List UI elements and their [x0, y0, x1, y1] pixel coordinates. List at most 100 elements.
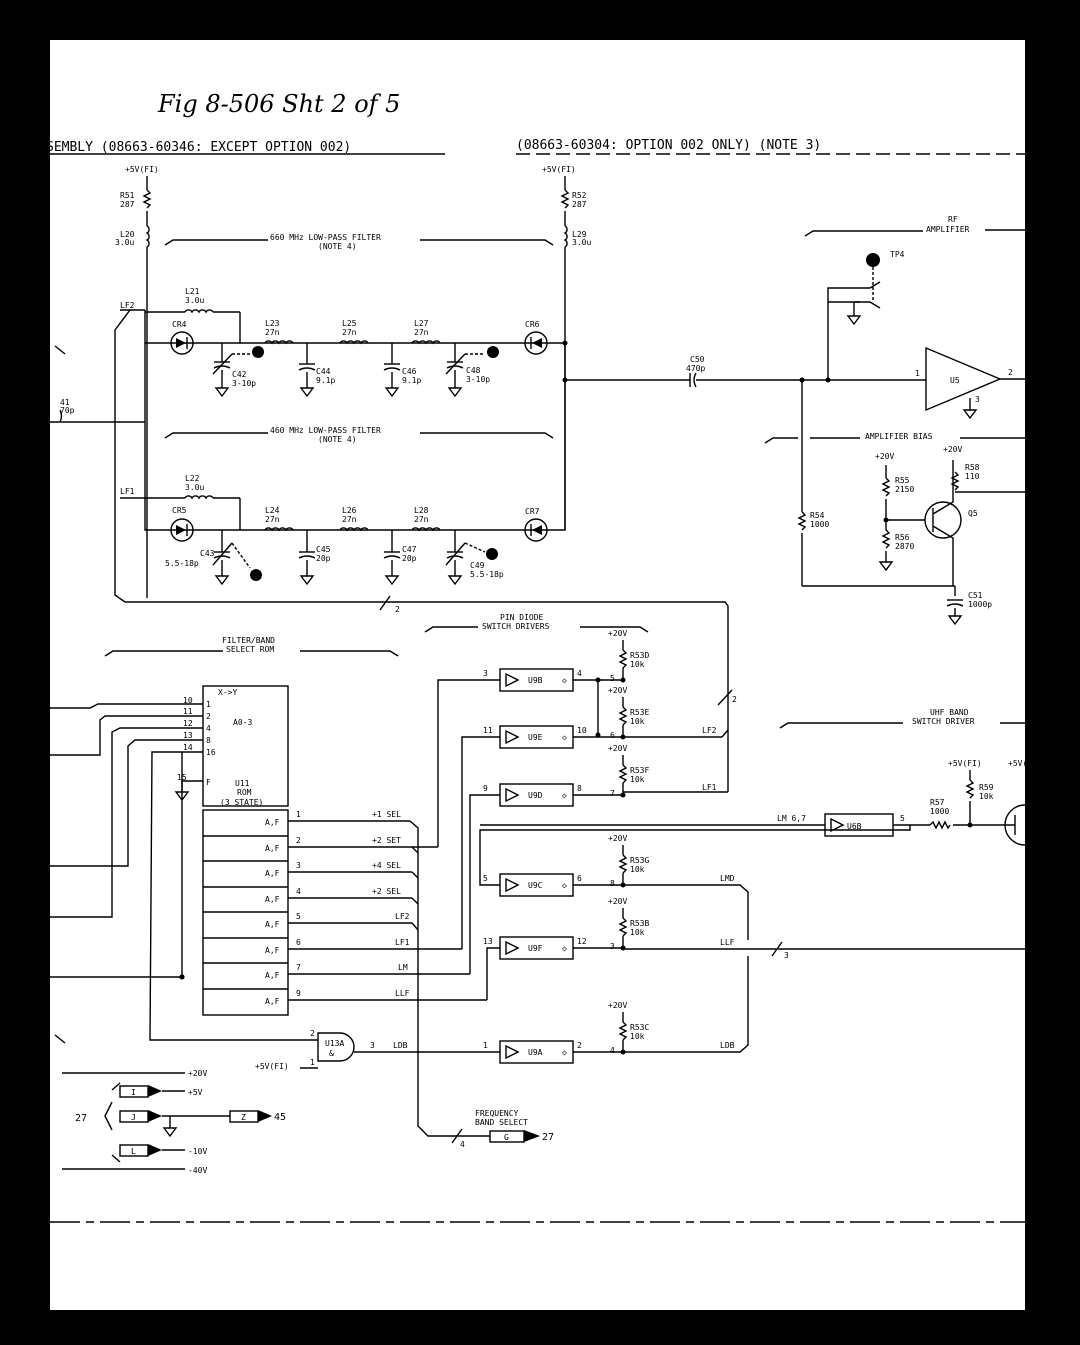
capacitor-c49: [445, 530, 498, 586]
edge-tick: [54, 345, 66, 355]
pin-drivers-title-2: SWITCH DRIVERS: [482, 622, 550, 631]
value-l23: 27n: [265, 328, 280, 337]
freq-band-title-1: FREQUENCY: [475, 1109, 519, 1118]
rom-weight-1: 1: [206, 700, 211, 709]
rom-sig-lm: LM: [398, 963, 408, 972]
supply-5v-bus: +5V: [188, 1088, 203, 1097]
resistor-r53d: [618, 649, 628, 669]
label-r58: R58: [965, 463, 980, 472]
supply-label-right: +5V(FI): [542, 165, 576, 174]
bracket-rf-amp: [804, 229, 1025, 237]
diode-cr6: [524, 331, 548, 355]
label-l25: L25: [342, 319, 357, 328]
driver-u9a-label: U9A: [528, 1048, 543, 1057]
label-l28: L28: [414, 506, 429, 515]
net-lf1: LF1: [120, 487, 135, 496]
driver-u9e-symbol: [505, 729, 520, 745]
note4-660: (NOTE 4): [318, 242, 357, 251]
label-r53d: R53D: [630, 651, 649, 660]
label-r53e: R53E: [630, 708, 649, 717]
pin-u5-3: 3: [975, 395, 980, 404]
value-r54: 1000: [810, 520, 829, 529]
resistor-r58: [950, 471, 960, 491]
rom-weight-2: 2: [206, 712, 211, 721]
amplifier-u5: [925, 346, 1002, 412]
diode-cr7-triangle: [532, 525, 542, 535]
capacitor-c48: [445, 343, 499, 398]
inductor-l20: [145, 225, 150, 248]
rom-weight-8: 8: [206, 736, 211, 745]
value-c42: 3-10p: [232, 379, 256, 388]
ref-27-g: 27: [542, 1132, 554, 1143]
rf-amp-title-2: AMPLIFIER: [926, 225, 970, 234]
inductor-l29: [563, 225, 568, 248]
diode-cr4-triangle: [176, 338, 186, 348]
wire-u9f-in: [486, 947, 500, 1000]
label-c48: C48: [466, 366, 481, 375]
wire-rom-in-1: [50, 703, 195, 709]
rom-title-2: SELECT ROM: [226, 645, 274, 654]
supply-20v-r53f: +20V: [608, 744, 627, 753]
note4-460: (NOTE 4): [318, 435, 357, 444]
wire-u9e-in: [461, 736, 500, 949]
label-c49: C49: [470, 561, 485, 570]
rom-out-pin-7: 7: [296, 963, 301, 972]
bracket-rom: [104, 650, 399, 657]
rom-decoder-label: X->Y: [218, 688, 237, 697]
label-cr6: CR6: [525, 320, 540, 329]
edge-tick: [54, 1034, 66, 1044]
wire: [721, 729, 729, 738]
driver-u9f-symbol: [505, 940, 520, 956]
uhf-title-2: SWITCH DRIVER: [912, 717, 975, 726]
resistor-r53e: [618, 706, 628, 726]
rf-amp-title-1: RF: [948, 215, 958, 224]
rom-out-label-1: A,F: [265, 818, 280, 827]
capacitor-c50: [689, 372, 697, 388]
wire-rom-in-4: [50, 727, 195, 918]
value-c50: 470p: [686, 364, 705, 373]
pin-u9e-in: 11: [483, 726, 493, 735]
resistor-r54: [797, 511, 807, 531]
rom-a0-label: A0-3: [233, 718, 252, 727]
rom-output-wires: [288, 820, 490, 1137]
wire-u9b-in: [437, 679, 500, 847]
rom-sig-lf2: LF2: [395, 912, 410, 921]
ground-c51: [947, 608, 963, 626]
connector-z-label: Z: [241, 1113, 246, 1122]
gate-pin-1: 1: [310, 1058, 315, 1067]
value-l29: 3.0u: [572, 238, 591, 247]
rom-out-pin-9: 9: [296, 989, 301, 998]
label-l20: L20: [120, 230, 135, 239]
label-c50: C50: [690, 355, 705, 364]
supply-20v-r55: +20V: [875, 452, 894, 461]
wire-u9d-in: [469, 794, 500, 974]
driver-u9d-symbol: [505, 787, 520, 803]
pin-u9f-in: 13: [483, 937, 493, 946]
rom-in-pin-14: 14: [183, 743, 193, 752]
supply-20v-r58: +20V: [943, 445, 962, 454]
testpoint-tp4: [866, 253, 880, 267]
rom-weight-f: F: [206, 778, 211, 787]
bus-width-2: 2: [395, 605, 400, 614]
label-l27: L27: [414, 319, 429, 328]
connector-i-label: I: [131, 1088, 136, 1097]
gate-u13a-symbol: &: [329, 1049, 334, 1058]
rom-out-pin-3: 3: [296, 861, 301, 870]
net-lf2: LF2: [120, 301, 135, 310]
rom-in-pin-11: 11: [183, 707, 193, 716]
pin-u9b-out: 4: [577, 669, 582, 678]
supply-20v-bus: +20V: [188, 1069, 207, 1078]
supply-20v-r53g: +20V: [608, 834, 627, 843]
rom-out-pin-2: 2: [296, 836, 301, 845]
assembly-header-right: (08663-60304: OPTION 002 ONLY) (NOTE 3): [516, 138, 821, 153]
lf-bus-return: [114, 309, 729, 792]
amp-bias-title: AMPLIFIER BIAS: [865, 432, 933, 441]
diode-cr5-triangle: [176, 525, 186, 535]
label-r53g: R53G: [630, 856, 649, 865]
rom-name-1: U11: [235, 779, 250, 788]
resistor-r53b: [618, 917, 628, 937]
capacitor-c41-edge: [59, 409, 63, 423]
driver-u9f-label: U9F: [528, 944, 543, 953]
junction-dot: [595, 677, 601, 683]
value-r53d: 10k: [630, 660, 645, 669]
